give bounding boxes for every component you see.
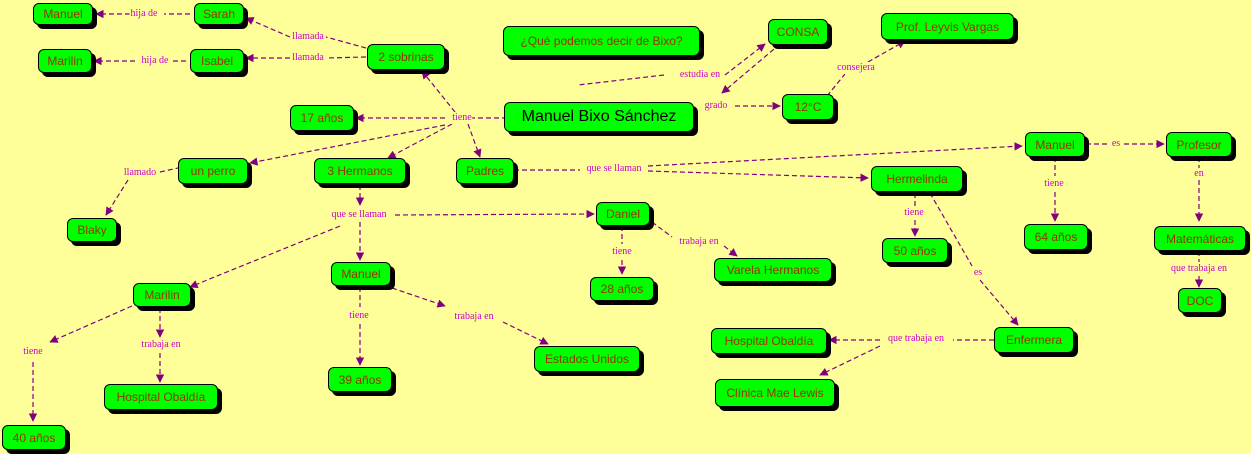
node-doc[interactable]: DOC [1178, 288, 1222, 313]
node-28-anos[interactable]: 28 años [590, 277, 654, 301]
link-que-trabaja-en-doc: que trabaja en [1169, 263, 1229, 275]
node-consa[interactable]: CONSA [768, 19, 828, 45]
connector-line [325, 36, 367, 49]
node-marilin-hermana[interactable]: Marilin [133, 283, 191, 307]
node-manuel-padre[interactable]: Manuel [1025, 132, 1085, 157]
node-sarah[interactable]: Sarah [194, 3, 244, 25]
node-perro[interactable]: un perro [178, 158, 248, 184]
node-estados-unidos[interactable]: Estados Unidos [534, 346, 640, 372]
node-question[interactable]: ¿Qué podemos decir de Bixo? [503, 26, 700, 56]
node-50-anos[interactable]: 50 años [882, 238, 948, 263]
link-tiene-manuel-padre: tiene [1043, 178, 1065, 190]
link-tiene-hermelinda: tiene [903, 207, 925, 219]
connector-line [105, 179, 129, 216]
connector-line [819, 345, 881, 376]
connector-line [387, 123, 453, 159]
node-12c[interactable]: 12°C [782, 94, 834, 120]
connector-line [391, 287, 446, 308]
node-matematicas[interactable]: Matemáticas [1154, 226, 1246, 251]
node-clinica-mae-lewis[interactable]: Clínica Mae Lewis [715, 379, 835, 407]
connector-line [325, 56, 367, 59]
node-blaky[interactable]: Blaky [67, 218, 117, 242]
link-es-2: es [972, 267, 984, 279]
link-en: en [1193, 168, 1205, 180]
link-trabaja-en-manuel: trabaja en [453, 311, 495, 323]
connector-line [647, 142, 1023, 167]
link-hija-de-2: hija de [140, 55, 170, 67]
link-tiene-marilin: tiene [22, 346, 44, 358]
connector-line [979, 279, 1019, 326]
connector-line [245, 17, 291, 38]
link-llamada-1: llamada [291, 31, 325, 43]
node-17-anos[interactable]: 17 años [290, 105, 354, 131]
node-3-hermanos[interactable]: 3 Hermanos [314, 158, 406, 184]
link-consejera: consejera [836, 62, 876, 74]
link-llamado: llamado [122, 167, 158, 179]
connector-line [249, 124, 446, 166]
node-hospital-obaldia-2[interactable]: Hospital Obaldía [104, 384, 218, 410]
node-marilin-top[interactable]: Marilin [38, 49, 92, 73]
connector-line [577, 74, 665, 86]
link-hija-de-1: hija de [129, 8, 159, 20]
node-main-concept[interactable]: Manuel Bixo Sánchez [504, 102, 694, 132]
node-40-anos[interactable]: 40 años [2, 425, 66, 450]
link-es-1: es [1110, 138, 1122, 150]
node-2-sobrinas[interactable]: 2 sobrinas [367, 44, 445, 70]
connector-line [826, 73, 846, 97]
node-enfermera[interactable]: Enfermera [994, 327, 1074, 353]
link-que-se-llaman-hermanos: que se llaman [330, 209, 388, 221]
node-daniel[interactable]: Daniel [596, 202, 650, 226]
node-39-anos[interactable]: 39 años [328, 367, 392, 392]
node-64-anos[interactable]: 64 años [1024, 224, 1088, 250]
link-que-se-llaman-padres: que se llaman [585, 163, 643, 175]
connector-line [724, 43, 766, 76]
link-que-trabaja-en-enf: que trabaja en [886, 333, 946, 345]
connector-line [929, 192, 973, 267]
connector-line [189, 225, 341, 289]
connector-line [723, 245, 738, 257]
node-manuel-top[interactable]: Manuel [33, 3, 93, 25]
node-hospital-obaldia-1[interactable]: Hospital Obaldía [711, 328, 827, 354]
node-manuel-hermano[interactable]: Manuel [331, 262, 391, 286]
connector-line [49, 305, 133, 343]
link-tiene-main: tiene [451, 112, 473, 124]
link-trabaja-en-daniel: trabaja en [678, 236, 720, 248]
link-trabaja-en-marilin: trabaja en [140, 339, 182, 351]
link-tiene-daniel: tiene [611, 246, 633, 258]
node-padres[interactable]: Padres [456, 158, 514, 184]
node-isabel[interactable]: Isabel [190, 49, 244, 73]
node-hermelinda[interactable]: Hermelinda [871, 166, 963, 192]
connector-line [867, 40, 906, 63]
connector-line [159, 167, 179, 173]
connector-line [421, 70, 456, 113]
connector-line [394, 209, 595, 219]
link-tiene-manuel-hermano: tiene [348, 310, 370, 322]
connector-line [502, 321, 549, 345]
connector-line [651, 221, 673, 238]
node-profesor[interactable]: Profesor [1166, 132, 1232, 157]
link-grado: grado [703, 100, 729, 112]
connector-line [467, 123, 482, 158]
connector-line [647, 170, 869, 182]
node-varela[interactable]: Varela Hermanos [714, 258, 832, 282]
link-estudia-en: estudia en [678, 69, 722, 81]
link-llamada-2: llamada [291, 52, 325, 64]
node-leyvis[interactable]: Prof. Leyvis Vargas [881, 13, 1014, 40]
connector-line [721, 43, 781, 94]
